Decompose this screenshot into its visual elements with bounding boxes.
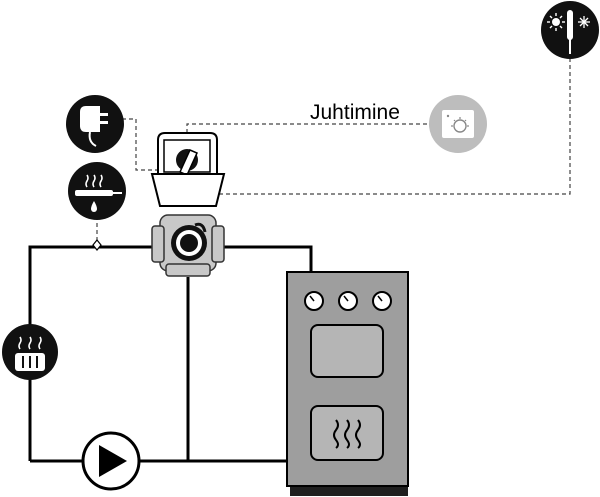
- boiler-gauges: [304, 291, 392, 311]
- valve-actuator: [150, 132, 226, 207]
- room-thermostat-icon: [429, 95, 487, 153]
- outdoor-sensor-wire: [218, 58, 571, 195]
- power-wire: [122, 118, 158, 171]
- boiler-fire-door: [310, 405, 384, 461]
- heat-waves-icon: [333, 419, 361, 449]
- circulation-pump-icon: [81, 431, 141, 491]
- heating-pipes: [28, 245, 313, 463]
- flow-temperature-sensor-icon: [68, 162, 126, 220]
- thermostat-wire: [186, 123, 430, 133]
- radiator-icon: [2, 324, 58, 380]
- control-label: Juhtimine: [310, 101, 400, 124]
- supply-pipe: [28, 245, 155, 461]
- power-adapter-icon: [66, 95, 124, 153]
- boiler-upper-door: [310, 324, 384, 378]
- supply-pipe-right: [222, 245, 313, 276]
- sensor-point: [92, 239, 102, 251]
- outdoor-temperature-sensor-icon: [541, 1, 599, 59]
- boiler: [286, 271, 409, 496]
- mixing-valve: [151, 214, 225, 277]
